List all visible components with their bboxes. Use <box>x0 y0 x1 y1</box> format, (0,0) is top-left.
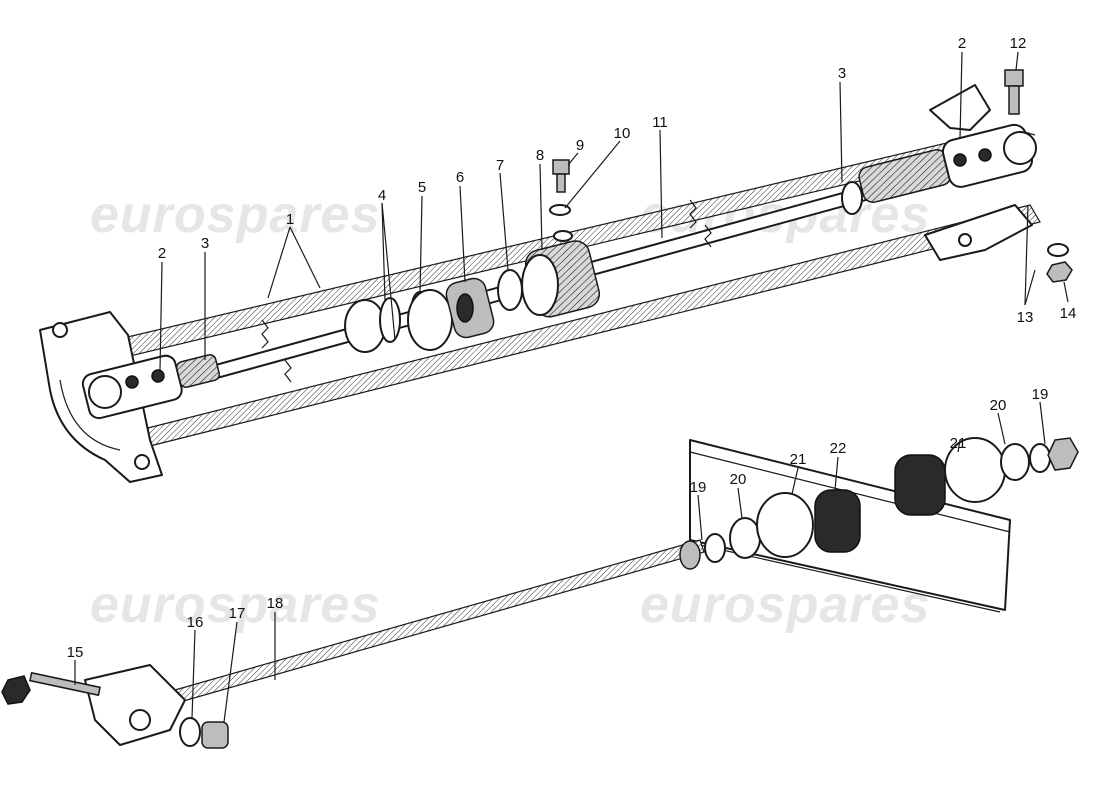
split-bush-front <box>344 299 386 353</box>
callout-20-right: 20 <box>990 397 1007 414</box>
callout-labels: 1 2 2 3 3 4 5 6 7 8 9 10 11 12 13 14 15 … <box>67 35 1077 661</box>
nut-17 <box>201 721 229 749</box>
callout-19-right: 19 <box>1032 386 1049 403</box>
right-sleeve-end <box>841 181 863 215</box>
right-universal-joint <box>941 123 1037 188</box>
callout-12: 12 <box>1010 35 1027 52</box>
callout-9: 9 <box>576 137 584 154</box>
callout-3-left: 3 <box>201 235 209 252</box>
clevis-bolt-shank <box>29 671 101 697</box>
left-universal-joint <box>81 354 183 420</box>
rubber-bush-21-left <box>756 492 814 558</box>
bolt-12-head <box>1004 69 1024 87</box>
callout-17: 17 <box>229 605 246 622</box>
callout-22: 22 <box>830 440 847 457</box>
flange-hole-bottom <box>134 454 150 470</box>
bracket-hole <box>958 233 972 247</box>
callout-21-left: 21 <box>790 451 807 468</box>
watermark-bottom-left: eurospares <box>90 576 380 634</box>
callout-2-left: 2 <box>158 245 166 262</box>
right-mounting-flange <box>929 84 991 131</box>
bolt-9-head <box>552 159 570 175</box>
callout-4: 4 <box>378 187 386 204</box>
callout-11: 11 <box>652 114 668 131</box>
washer-16 <box>179 717 201 747</box>
nut-14 <box>1046 261 1073 283</box>
bearing-bore <box>456 293 474 323</box>
callout-2-right: 2 <box>958 35 966 52</box>
left-knurled-sleeve <box>175 354 221 388</box>
washer-19-left <box>704 533 726 563</box>
watermark-top-left: eurospares <box>90 186 380 244</box>
washer-13 <box>1047 243 1069 257</box>
callout-10: 10 <box>614 125 631 142</box>
callout-13: 13 <box>1017 309 1034 326</box>
callout-7: 7 <box>496 157 504 174</box>
shaft-break-mark-2 <box>704 224 712 248</box>
callout-14: 14 <box>1060 305 1077 322</box>
screw-hole <box>553 230 573 242</box>
split-bush-back <box>379 297 401 343</box>
ring-6 <box>407 289 453 351</box>
tube-break-mark-2 <box>284 359 292 383</box>
tube-break-mark-1 <box>261 319 269 349</box>
clevis-hole <box>129 709 151 731</box>
washer-19-right <box>1029 443 1051 473</box>
callout-20-left: 20 <box>730 471 747 488</box>
callout-16: 16 <box>187 614 204 631</box>
bolt-12-shank <box>1008 85 1020 115</box>
circlip-7 <box>497 269 523 311</box>
right-lower-bracket <box>924 204 1033 261</box>
steering-column-assembly <box>39 69 1073 483</box>
callout-19-left: 19 <box>690 479 707 496</box>
nut-19-right <box>1047 437 1079 471</box>
flange-hole-top <box>52 322 68 338</box>
flange-bore-edge <box>59 379 121 451</box>
mounting-rod-assembly <box>1 437 1079 749</box>
nut-19-left <box>679 540 701 570</box>
callout-3-right: 3 <box>838 65 846 82</box>
callout-5: 5 <box>418 179 426 196</box>
callout-1: 1 <box>286 211 294 228</box>
cup-washer-20-right <box>1000 443 1030 481</box>
bolt-9-shank <box>556 173 566 193</box>
callout-21-right: 21 <box>950 435 967 452</box>
callout-18: 18 <box>267 595 284 612</box>
housing-opening <box>521 254 559 316</box>
clevis-bracket <box>84 664 186 746</box>
shaft-break-mark-1 <box>689 199 697 229</box>
callout-8: 8 <box>536 147 544 164</box>
clevis-bolt-head <box>1 675 31 705</box>
callout-6: 6 <box>456 169 464 186</box>
leader-lines <box>74 51 1069 723</box>
callout-15: 15 <box>67 644 84 661</box>
rubber-block-22 <box>814 489 861 553</box>
rubber-block-right <box>894 454 946 516</box>
cup-washer-20-left <box>729 517 761 559</box>
